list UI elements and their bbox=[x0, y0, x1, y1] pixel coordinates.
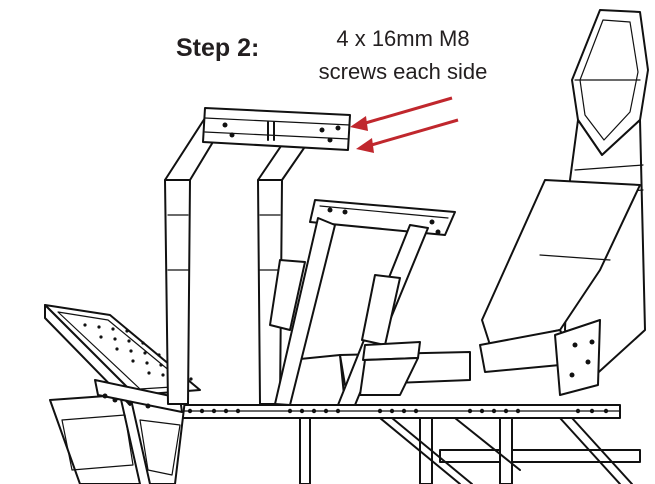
rail-hole bbox=[187, 408, 193, 414]
pedal-hole bbox=[147, 371, 151, 375]
pedal-hole bbox=[127, 339, 131, 343]
rail-hole bbox=[401, 408, 407, 414]
rail-hole bbox=[323, 408, 329, 414]
pedal-hole bbox=[83, 323, 87, 327]
rail-hole bbox=[199, 408, 205, 414]
rail-hole bbox=[377, 408, 383, 414]
screw-note: 4 x 16mm M8 screws each side bbox=[283, 22, 523, 88]
rail-hole bbox=[491, 408, 497, 414]
rail-hole bbox=[287, 408, 293, 414]
mount-arms bbox=[269, 199, 456, 406]
pedal-hole bbox=[131, 359, 135, 363]
pedal-plate bbox=[44, 304, 201, 413]
step-label: Step 2: bbox=[176, 34, 260, 62]
pedal-hole bbox=[157, 353, 161, 357]
rail-hole bbox=[223, 408, 229, 414]
pedal-hole bbox=[141, 341, 145, 345]
pedal-hole bbox=[143, 351, 147, 355]
rail-hole bbox=[603, 408, 609, 414]
pedal-hole bbox=[111, 327, 115, 331]
seat bbox=[479, 9, 649, 396]
rail-hole bbox=[335, 408, 341, 414]
rail-hole bbox=[515, 408, 521, 414]
pedal-hole bbox=[115, 347, 119, 351]
pedal-hole bbox=[129, 349, 133, 353]
rail-hole bbox=[589, 408, 595, 414]
wheel-stand-uprights bbox=[164, 107, 351, 405]
pedal-hole bbox=[189, 377, 193, 381]
pedal-hole bbox=[113, 337, 117, 341]
pedal-hole bbox=[161, 373, 165, 377]
rail-hole bbox=[413, 408, 419, 414]
pedal-hole bbox=[159, 363, 163, 367]
rail-hole bbox=[389, 408, 395, 414]
rail-hole bbox=[235, 408, 241, 414]
screw-note-line-2: screws each side bbox=[318, 59, 488, 84]
rail-hole bbox=[503, 408, 509, 414]
rail-hole bbox=[299, 408, 305, 414]
pedal-hole bbox=[145, 361, 149, 365]
pedal-hole bbox=[99, 335, 103, 339]
red-arrow-icon bbox=[350, 96, 459, 153]
rail-hole bbox=[311, 408, 317, 414]
rail-hole bbox=[575, 408, 581, 414]
pedal-hole bbox=[97, 325, 101, 329]
rail-hole bbox=[211, 408, 217, 414]
screw-note-line-1: 4 x 16mm M8 bbox=[336, 26, 470, 51]
pedal-hole bbox=[125, 329, 129, 333]
rail-hole bbox=[467, 408, 473, 414]
rail-hole bbox=[479, 408, 485, 414]
